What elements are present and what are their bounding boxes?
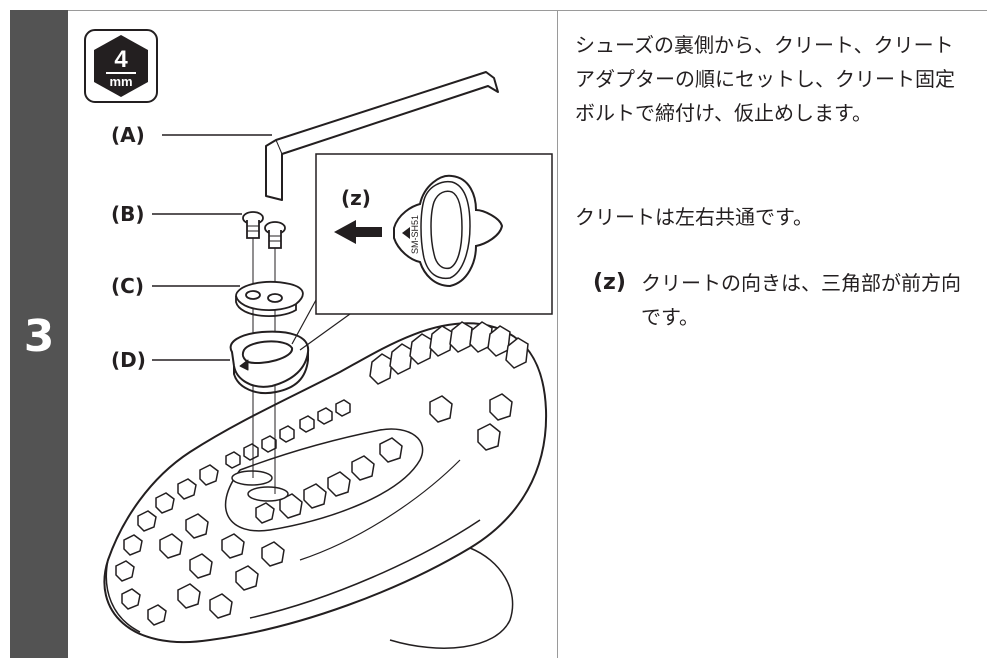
label-d: (D) xyxy=(111,348,146,372)
sole-mount-slots xyxy=(231,470,289,502)
label-a: (A) xyxy=(111,123,145,147)
label-leaders xyxy=(152,134,272,361)
shoe-sole xyxy=(103,322,548,649)
step-bar: 3 xyxy=(10,10,68,658)
triangle-mark xyxy=(402,227,410,239)
note-text: クリートの向きは、三角部が前方向です。 xyxy=(641,271,961,329)
instruction-common-note: クリートは左右共通です。 xyxy=(575,205,813,229)
label-b: (B) xyxy=(111,202,145,226)
sole-tread xyxy=(115,321,529,626)
direction-arrow xyxy=(334,220,382,244)
step-frame xyxy=(10,10,987,658)
hex-key-size-badge: 4 mm xyxy=(84,29,158,103)
step-number: 3 xyxy=(23,311,55,362)
label-c: (C) xyxy=(111,274,144,298)
label-z: (z) xyxy=(341,186,371,210)
hex-wrench xyxy=(265,71,499,201)
cleat-adapter xyxy=(235,281,304,317)
tool-size-value: 4 xyxy=(114,46,128,73)
instruction-paragraph: シューズの裏側から、クリート、クリートアダプターの順にセットし、クリート固定ボル… xyxy=(575,33,955,125)
cleat xyxy=(229,330,310,394)
cleat-installation-illustration: SM-SH51 xyxy=(68,11,557,658)
tool-size-unit: mm xyxy=(109,74,132,89)
cleat-bolt xyxy=(242,211,286,249)
note-tag: (z) xyxy=(593,270,626,295)
column-divider xyxy=(557,10,558,658)
cleat-marking: SM-SH51 xyxy=(410,215,420,254)
cleat-callout: SM-SH51 xyxy=(291,153,553,351)
